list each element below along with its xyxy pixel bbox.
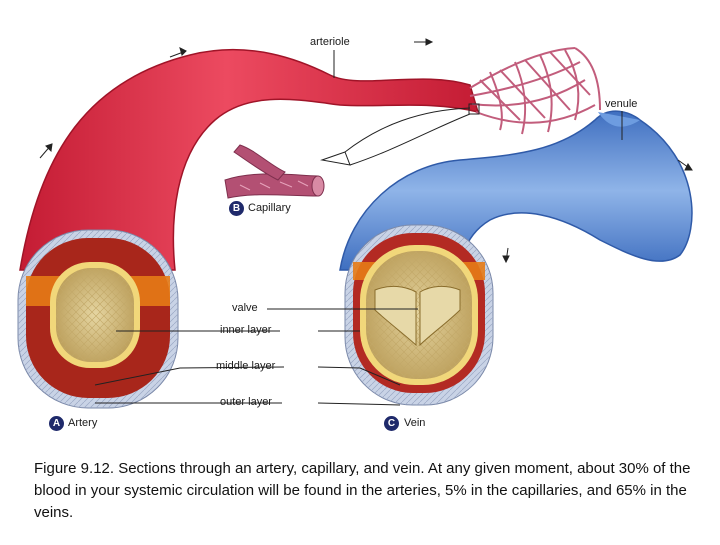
arteriole-label: arteriole — [310, 36, 350, 48]
venule-label: venule — [605, 98, 638, 110]
capillary-bed — [469, 47, 601, 135]
figure-caption: Figure 9.12. Sections through an artery,… — [34, 460, 691, 521]
artery-cross-section — [17, 229, 179, 409]
artery-label: Artery — [68, 417, 98, 429]
capillary-badge: B — [229, 201, 244, 216]
capillary-label: Capillary — [248, 202, 291, 214]
vein-badge: C — [384, 416, 399, 431]
capillary-zoom-box — [468, 103, 480, 115]
leader-lines — [94, 50, 623, 406]
vein-label: Vein — [404, 417, 426, 429]
vein-cross-section — [344, 224, 494, 406]
middle-layer-label: middle layer — [216, 360, 276, 372]
capillary-segment — [224, 144, 325, 199]
inner-layer-label: inner layer — [220, 324, 272, 336]
artery-tube — [19, 48, 480, 271]
outer-layer-label: outer layer — [220, 396, 272, 408]
valve-label: valve — [232, 302, 258, 314]
artery-badge: A — [49, 416, 64, 431]
zoom-arrow — [320, 107, 471, 166]
flow-arrows — [39, 38, 693, 264]
